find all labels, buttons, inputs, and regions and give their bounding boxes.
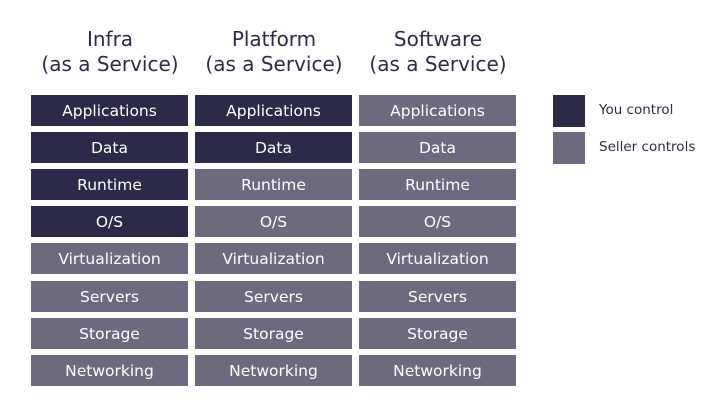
stack-layer-o-s: O/S xyxy=(359,206,516,237)
stack-layer-networking: Networking xyxy=(359,355,516,386)
stack-layer-storage: Storage xyxy=(359,318,516,349)
stack-layer-virtualization: Virtualization xyxy=(31,243,188,274)
stack-layer-o-s: O/S xyxy=(195,206,352,237)
stack-layer-servers: Servers xyxy=(195,281,352,312)
stack-layer-virtualization: Virtualization xyxy=(359,243,516,274)
stack-layer-servers: Servers xyxy=(359,281,516,312)
stack-layer-networking: Networking xyxy=(31,355,188,386)
legend-swatch-seller-controls xyxy=(553,132,585,164)
stack-layer-data: Data xyxy=(31,132,188,163)
stack-layer-storage: Storage xyxy=(195,318,352,349)
column-header-software: Software (as a Service) xyxy=(358,27,518,77)
stack-layer-applications: Applications xyxy=(195,95,352,126)
stack-layer-servers: Servers xyxy=(31,281,188,312)
stack-layer-runtime: Runtime xyxy=(359,169,516,200)
legend-label-seller-controls: Seller controls xyxy=(599,139,696,155)
column-title-platform: Platform xyxy=(231,27,317,51)
stack-layer-virtualization: Virtualization xyxy=(195,243,352,274)
stack-layer-runtime: Runtime xyxy=(31,169,188,200)
stack-layer-networking: Networking xyxy=(195,355,352,386)
column-title-infra: Infra xyxy=(86,27,134,51)
column-subtitle-platform: (as a Service) xyxy=(205,52,343,76)
column-subtitle-infra: (as a Service) xyxy=(41,52,179,76)
column-title-software: Software xyxy=(393,27,483,51)
stack-layer-storage: Storage xyxy=(31,318,188,349)
column-header-infra: Infra (as a Service) xyxy=(30,27,190,77)
stack-layer-data: Data xyxy=(195,132,352,163)
stack-layer-runtime: Runtime xyxy=(195,169,352,200)
column-subtitle-software: (as a Service) xyxy=(369,52,507,76)
stack-layer-applications: Applications xyxy=(31,95,188,126)
column-header-platform: Platform (as a Service) xyxy=(194,27,354,77)
stack-layer-applications: Applications xyxy=(359,95,516,126)
stack-layer-o-s: O/S xyxy=(31,206,188,237)
legend-swatch-you-control xyxy=(553,95,585,127)
stack-layer-data: Data xyxy=(359,132,516,163)
legend-label-you-control: You control xyxy=(599,102,674,118)
